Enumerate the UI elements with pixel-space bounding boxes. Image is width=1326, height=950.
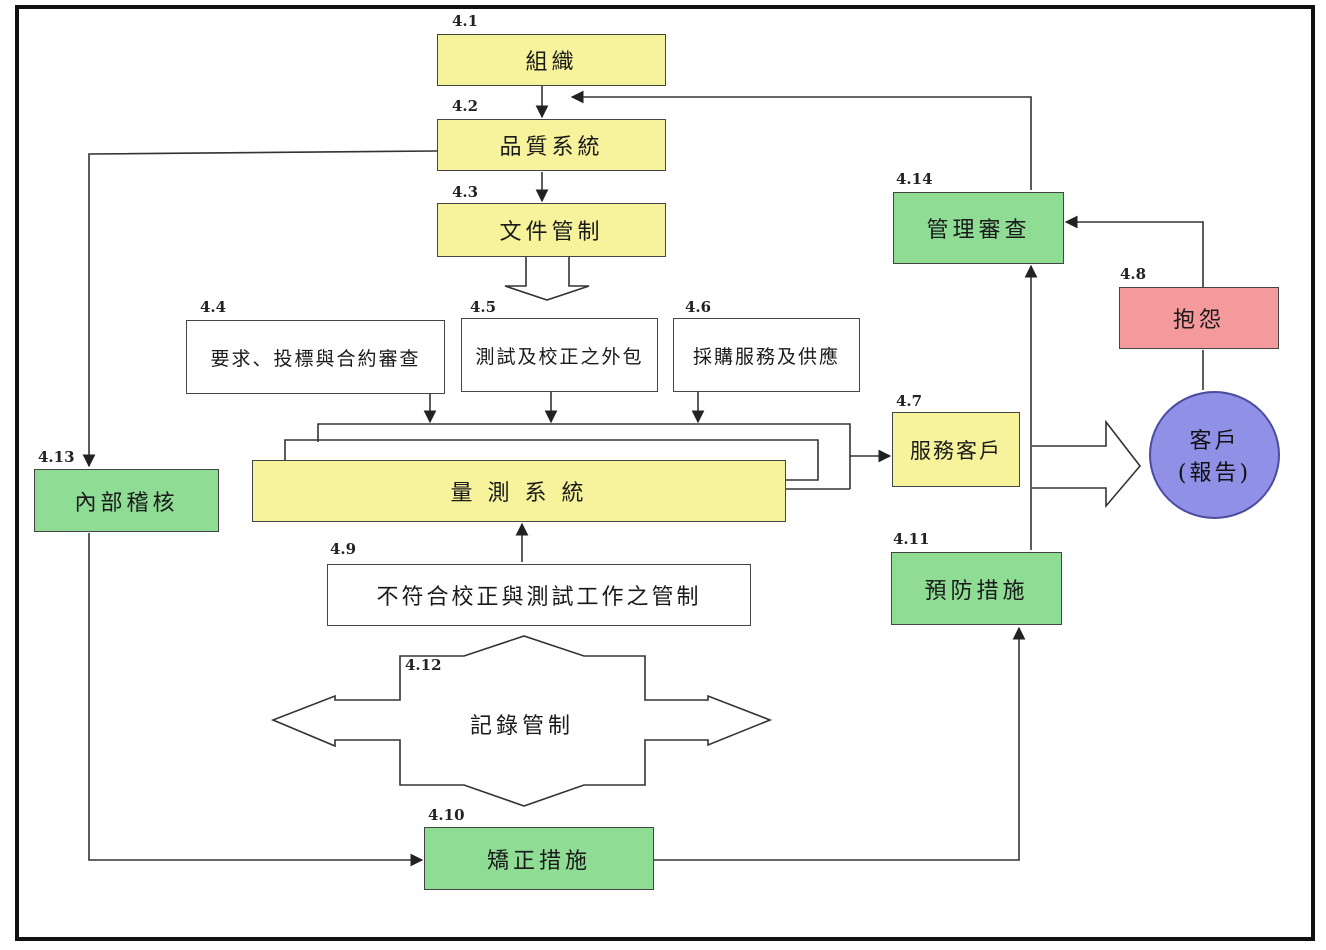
hollow-arrow-to-customer xyxy=(1032,419,1142,509)
node-corrective-action: 矯正措施 xyxy=(424,827,654,890)
node-subcontracting: 測試及校正之外包 xyxy=(461,318,658,392)
arrow-complaints-to-management-review xyxy=(1064,215,1204,287)
customer-report-label: (報告) xyxy=(1177,461,1252,486)
number-complaints: 4.8 xyxy=(1120,265,1147,283)
number-customer-service: 4.7 xyxy=(896,392,923,410)
number-subcontracting: 4.5 xyxy=(470,298,497,316)
outer-frame xyxy=(15,5,1315,941)
hollow-arrow-document-control xyxy=(504,257,590,301)
node-purchasing: 採購服務及供應 xyxy=(673,318,860,392)
node-document-control: 文件管制 xyxy=(437,203,666,257)
node-requirements-review: 要求、投標與合約審查 xyxy=(186,320,445,394)
measurement-stack-middle xyxy=(284,439,819,481)
node-records-control-label: 記錄管制 xyxy=(470,714,575,739)
node-organization: 組織 xyxy=(437,34,666,86)
number-requirements-review: 4.4 xyxy=(200,298,227,316)
number-document-control: 4.3 xyxy=(452,183,479,201)
four-way-arrow-records xyxy=(270,635,773,807)
arrow-internal-audit-to-corrective-action xyxy=(88,533,424,867)
number-preventive-action: 4.11 xyxy=(893,530,930,548)
number-management-review: 4.14 xyxy=(896,170,933,188)
node-internal-audit: 內部稽核 xyxy=(34,469,219,532)
number-internal-audit: 4.13 xyxy=(38,448,75,466)
number-nonconforming: 4.9 xyxy=(330,540,357,558)
number-records-control: 4.12 xyxy=(405,656,442,674)
node-management-review: 管理審查 xyxy=(893,192,1064,264)
customer-label: 客戶 xyxy=(1189,429,1240,454)
node-preventive-action: 預防措施 xyxy=(891,552,1062,625)
node-nonconforming-control: 不符合校正與測試工作之管制 xyxy=(327,564,751,626)
number-organization: 4.1 xyxy=(452,12,479,30)
node-quality-system: 品質系統 xyxy=(437,119,666,171)
arrow-corrective-to-preventive xyxy=(654,626,1026,861)
measurement-stack-back xyxy=(317,423,851,456)
arrow-management-review-to-quality-system xyxy=(570,90,1032,190)
arrow-quality-system-to-internal-audit xyxy=(82,150,438,468)
node-customer-service: 服務客戶 xyxy=(892,412,1020,487)
node-customer: 客戶 (報告) xyxy=(1149,391,1280,519)
node-measurement-system: 量 測 系 統 xyxy=(252,460,786,522)
number-purchasing: 4.6 xyxy=(685,298,712,316)
node-complaints: 抱怨 xyxy=(1119,287,1279,349)
number-quality-system: 4.2 xyxy=(452,97,479,115)
number-corrective-action: 4.10 xyxy=(428,806,465,824)
